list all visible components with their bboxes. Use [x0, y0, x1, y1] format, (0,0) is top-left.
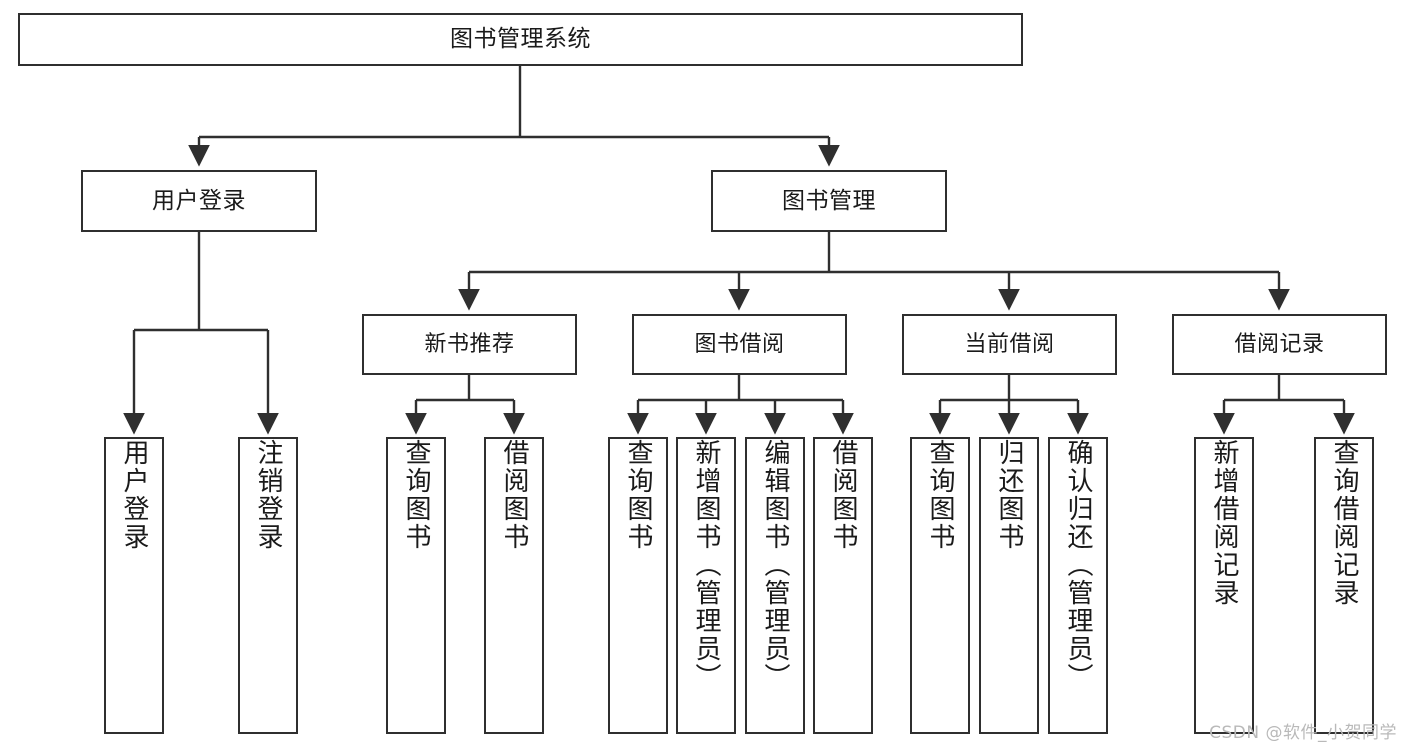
- node-label: 新书推荐: [424, 331, 515, 357]
- leaf-current-borrow-return-book[interactable]: 归还图书: [979, 437, 1039, 734]
- leaf-new-book-query-book[interactable]: 查询图书: [386, 437, 446, 734]
- node-label: 借阅图书: [828, 439, 858, 551]
- node-borrow-record[interactable]: 借阅记录: [1172, 314, 1387, 375]
- leaf-book-borrow-borrow-book[interactable]: 借阅图书: [813, 437, 873, 734]
- node-label: 确认归还（管理员）: [1063, 439, 1093, 691]
- leaf-book-borrow-edit-book-admin[interactable]: 编辑图书（管理员）: [745, 437, 805, 734]
- leaf-user-login-login[interactable]: 用户登录: [104, 437, 164, 734]
- watermark: CSDN @软件_小贺同学: [1209, 723, 1397, 743]
- node-label: 图书借阅: [694, 331, 785, 357]
- node-label: 注销登录: [253, 439, 283, 551]
- leaf-book-borrow-add-book-admin[interactable]: 新增图书（管理员）: [676, 437, 736, 734]
- node-new-book-recommend[interactable]: 新书推荐: [362, 314, 577, 375]
- node-label: 图书管理系统: [450, 26, 591, 53]
- leaf-user-login-logout[interactable]: 注销登录: [238, 437, 298, 734]
- node-root-book-management-system[interactable]: 图书管理系统: [18, 13, 1023, 66]
- leaf-new-book-borrow-book[interactable]: 借阅图书: [484, 437, 544, 734]
- node-label: 编辑图书（管理员）: [760, 439, 790, 691]
- node-label: 用户登录: [119, 439, 149, 551]
- node-label: 当前借阅: [964, 331, 1055, 357]
- leaf-current-borrow-confirm-return-admin[interactable]: 确认归还（管理员）: [1048, 437, 1108, 734]
- node-label: 新增借阅记录: [1209, 439, 1239, 607]
- node-label: 用户登录: [152, 187, 246, 214]
- node-label: 借阅记录: [1234, 331, 1325, 357]
- node-current-borrow[interactable]: 当前借阅: [902, 314, 1117, 375]
- node-book-borrow[interactable]: 图书借阅: [632, 314, 847, 375]
- leaf-borrow-record-query-record[interactable]: 查询借阅记录: [1314, 437, 1374, 734]
- node-label: 查询图书: [401, 439, 431, 551]
- node-label: 借阅图书: [499, 439, 529, 551]
- leaf-borrow-record-add-record[interactable]: 新增借阅记录: [1194, 437, 1254, 734]
- node-label: 查询借阅记录: [1329, 439, 1359, 607]
- node-label: 归还图书: [994, 439, 1024, 551]
- node-label: 新增图书（管理员）: [691, 439, 721, 691]
- node-label: 图书管理: [782, 187, 876, 214]
- leaf-book-borrow-query-book[interactable]: 查询图书: [608, 437, 668, 734]
- node-book-management[interactable]: 图书管理: [711, 170, 947, 232]
- leaf-current-borrow-query-book[interactable]: 查询图书: [910, 437, 970, 734]
- node-label: 查询图书: [925, 439, 955, 551]
- node-label: 查询图书: [623, 439, 653, 551]
- node-user-login[interactable]: 用户登录: [81, 170, 317, 232]
